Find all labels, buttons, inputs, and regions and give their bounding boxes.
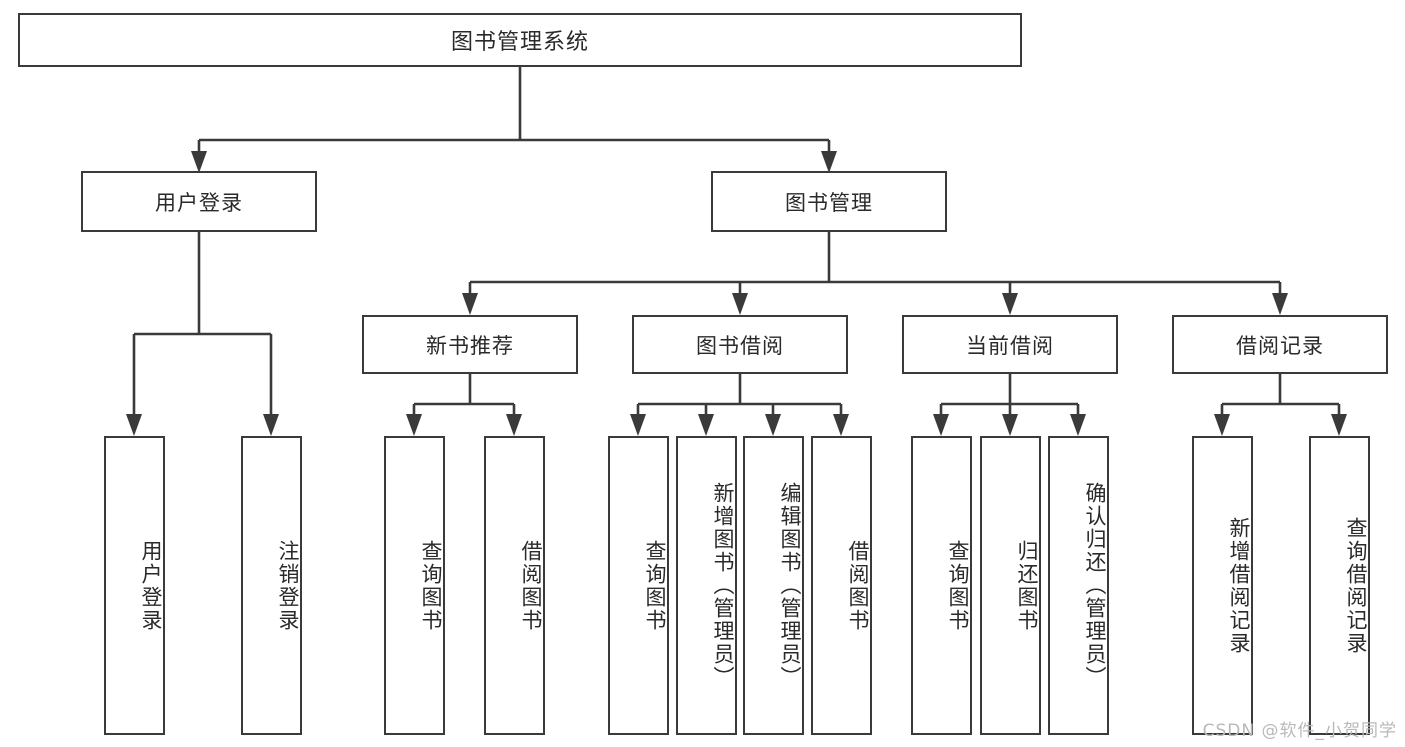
leaf-return-book[interactable]: 归还图书 bbox=[980, 436, 1041, 735]
node-label: 图书借阅 bbox=[696, 333, 784, 358]
node-label: 确认归还（管理员） bbox=[1083, 482, 1107, 689]
node-label: 查询借阅记录 bbox=[1344, 516, 1368, 655]
leaf-borrow-book-new[interactable]: 借阅图书 bbox=[484, 436, 545, 735]
node-label: 用户登录 bbox=[155, 190, 243, 215]
node-label: 图书管理 bbox=[785, 190, 873, 215]
leaf-add-book-admin[interactable]: 新增图书（管理员） bbox=[676, 436, 737, 735]
node-new-book-recommend[interactable]: 新书推荐 bbox=[362, 315, 578, 374]
leaf-logout-login[interactable]: 注销登录 bbox=[241, 436, 302, 735]
node-label: 注销登录 bbox=[276, 539, 300, 632]
node-current-borrow[interactable]: 当前借阅 bbox=[902, 315, 1118, 374]
node-label: 查询图书 bbox=[419, 539, 443, 632]
node-book-borrow[interactable]: 图书借阅 bbox=[632, 315, 848, 374]
node-label: 编辑图书（管理员） bbox=[778, 482, 802, 689]
watermark-text: CSDN @软件_小贺同学 bbox=[1202, 721, 1397, 741]
leaf-user-login[interactable]: 用户登录 bbox=[104, 436, 165, 735]
node-label: 新增借阅记录 bbox=[1227, 516, 1251, 655]
node-book-management[interactable]: 图书管理 bbox=[711, 171, 947, 232]
node-label: 借阅图书 bbox=[519, 539, 543, 632]
node-label: 图书管理系统 bbox=[450, 30, 589, 55]
leaf-query-book-new[interactable]: 查询图书 bbox=[384, 436, 445, 735]
node-label: 查询图书 bbox=[946, 539, 970, 632]
leaf-borrow-book[interactable]: 借阅图书 bbox=[811, 436, 872, 735]
leaf-edit-book-admin[interactable]: 编辑图书（管理员） bbox=[743, 436, 804, 735]
node-label: 用户登录 bbox=[139, 539, 163, 632]
node-label: 借阅图书 bbox=[846, 539, 870, 632]
leaf-query-book-borrow[interactable]: 查询图书 bbox=[608, 436, 669, 735]
node-label: 新书推荐 bbox=[426, 333, 514, 358]
node-label: 归还图书 bbox=[1015, 539, 1039, 632]
node-root-system[interactable]: 图书管理系统 bbox=[18, 13, 1022, 67]
node-label: 查询图书 bbox=[643, 539, 667, 632]
leaf-confirm-return-admin[interactable]: 确认归还（管理员） bbox=[1048, 436, 1109, 735]
node-label: 当前借阅 bbox=[966, 333, 1054, 358]
node-user-login[interactable]: 用户登录 bbox=[81, 171, 317, 232]
leaf-query-book-current[interactable]: 查询图书 bbox=[911, 436, 972, 735]
node-label: 新增图书（管理员） bbox=[711, 482, 735, 689]
node-borrow-record[interactable]: 借阅记录 bbox=[1172, 315, 1388, 374]
leaf-query-borrow-record[interactable]: 查询借阅记录 bbox=[1309, 436, 1370, 735]
node-label: 借阅记录 bbox=[1236, 333, 1324, 358]
leaf-add-borrow-record[interactable]: 新增借阅记录 bbox=[1192, 436, 1253, 735]
